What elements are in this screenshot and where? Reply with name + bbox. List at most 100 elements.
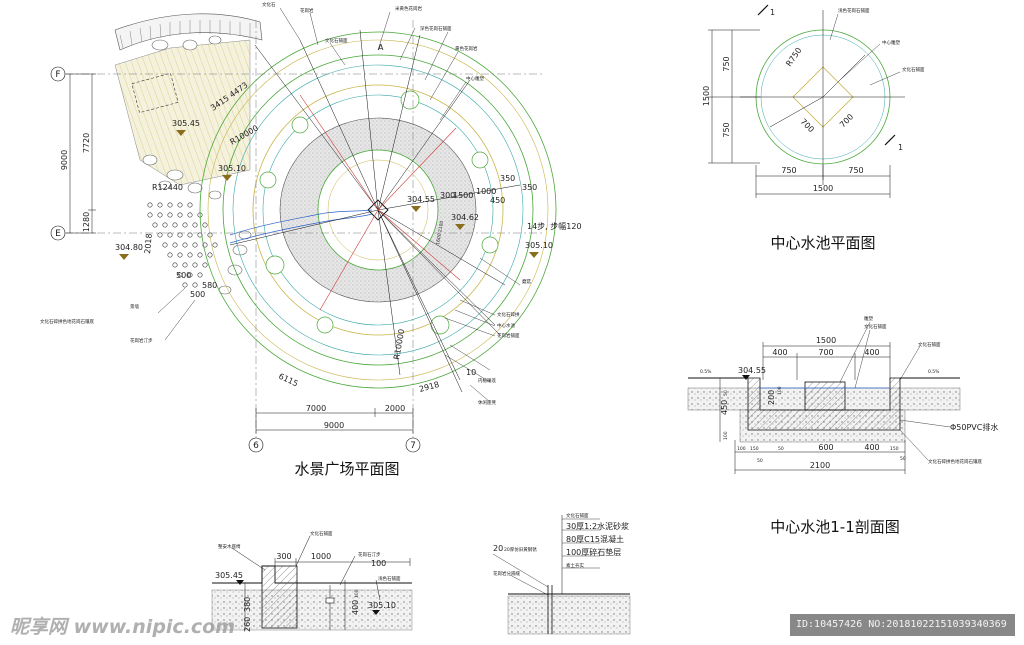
detail-a-wall	[261, 565, 298, 629]
detail-b-dim-20: 20	[493, 544, 503, 553]
detail-a-level-305-45: 305.45	[215, 571, 243, 580]
note-stone-edge: 文化石碎拼色地花岗石镶底	[40, 318, 94, 325]
dim-7720: 7720	[82, 133, 91, 153]
dim-2018: 2018	[143, 233, 154, 254]
water-stream	[229, 209, 373, 244]
dim-7000: 7000	[306, 404, 326, 413]
section-dim-2100: 2100	[810, 461, 830, 470]
wood-deck-area	[114, 39, 251, 186]
radial-lines	[229, 29, 521, 393]
section-dim-s1: 50	[757, 458, 763, 464]
slope-note: 14步, 步幅120	[527, 221, 582, 231]
paving-grid	[147, 202, 218, 288]
note-water-lily: 内植睡莲	[478, 377, 496, 384]
pool-plan-title: 中心水池平面图	[770, 234, 875, 252]
detail-a-dim-100b: 100	[354, 589, 360, 598]
section-note-culture-paving-right: 文化石铺面	[918, 341, 941, 348]
note-stepping-stone: 花岗岩汀步	[130, 337, 153, 344]
dim-9000-vertical: 9000	[60, 150, 69, 170]
pool-plan: 1 1 1500 750 750 750 750 1500 R750 700 7…	[702, 4, 925, 252]
dim-9000-horizontal: 9000	[324, 421, 344, 430]
detail-a: 300 1000 100 400 100 380 260 305.45 305.…	[211, 530, 413, 632]
red-radial-lines	[299, 94, 461, 311]
level-304-55: 304.55	[407, 195, 435, 204]
section-dims	[719, 342, 906, 474]
note-culture-paving: 文化石铺面	[325, 37, 348, 44]
dim-1000: 1000	[476, 187, 496, 196]
section-slope-left: 0.5%	[700, 369, 712, 375]
detail-a-dim-400: 400	[351, 600, 360, 615]
detail-b-layer-2: 30厚1:2水泥砂浆	[566, 521, 629, 531]
dim-6115: 6115	[277, 372, 299, 389]
stepping-stones	[142, 35, 252, 295]
note-culture-stone: 文化石	[262, 1, 276, 8]
plaza-rings	[199, 31, 557, 389]
pool-dim-1500-horizontal: 1500	[813, 184, 833, 193]
section-dim-b1: 100	[737, 446, 746, 452]
section-dim-400-b: 400	[864, 348, 879, 357]
dim-2918: 2918	[418, 380, 440, 394]
level-305-45: 305.45	[172, 119, 200, 128]
note-beige-granite: 米黄色花岗岩	[395, 5, 422, 12]
dim-10: 10	[466, 368, 476, 377]
pool-section-title: 中心水池1-1剖面图	[770, 518, 900, 536]
detail-a-dim-1000: 1000	[311, 552, 331, 561]
section-note-sculpture: 雕塑	[864, 315, 873, 322]
section-dim-b2: 150	[750, 446, 759, 452]
dim-500-b: 500	[176, 271, 191, 280]
section-dim-400-a: 400	[772, 348, 787, 357]
detail-a-note-bench: 整安木座椅	[218, 543, 241, 550]
level-304-62: 304.62	[451, 213, 479, 222]
level-305-10: 305.10	[218, 164, 246, 173]
note-bench: 休闲座凳	[478, 399, 496, 406]
axis-label-e: E	[55, 229, 61, 239]
axis-lines	[65, 20, 545, 440]
watermark-right: ID:10457426 NO:20181022151039340369	[790, 614, 1015, 636]
section-note-pipe: Φ50PVC排水	[950, 422, 998, 432]
pool-dim-750-a: 750	[722, 56, 731, 71]
note-center-pool: 中心水池	[497, 322, 515, 329]
dim-1500: 1500	[453, 191, 473, 200]
note-yellow-granite: 黄色花岗岩	[455, 45, 478, 52]
plaza-notes: 文化石 花岗岩 文化石铺面 米黄色花岗岩 深色花岗石铺面 黄色花岗岩 中心雕塑 …	[40, 1, 531, 406]
pool-dim-750-c: 750	[781, 166, 796, 175]
plaza-leaders	[157, 7, 521, 403]
section-mark-a: A	[378, 43, 384, 52]
watermark-left: 昵享网 www.nipic.com	[10, 616, 236, 638]
plaza-plan-title: 水景广场平面图	[294, 460, 399, 478]
section-dim-s3: 450	[720, 400, 729, 415]
pool-section: 1500 400 700 400 2100 100 150 50 600 400…	[687, 315, 998, 536]
plaza-levels: 305.45 305.10 304.55 304.62 304.80 305.1…	[115, 119, 553, 260]
level-304-80: 304.80	[115, 243, 143, 252]
detail-a-level-305-10: 305.10	[368, 601, 396, 610]
dim-500-a: 500	[190, 290, 205, 299]
section-dim-s6: 50	[723, 390, 729, 396]
section-dim-s2: 200	[767, 390, 776, 405]
axis-label-6: 6	[253, 441, 259, 451]
section-dim-s5: 100	[777, 386, 783, 395]
pool-plan-dims	[708, 29, 891, 198]
detail-b-layer-4: 100厚碎石垫层	[566, 547, 621, 557]
pool-dim-750-b: 750	[722, 122, 731, 137]
stair-lines	[119, 20, 251, 49]
detail-a-note-culture: 文化石铺面	[310, 530, 333, 537]
pool-sculpture-block	[804, 381, 846, 411]
ring-trees	[259, 90, 499, 335]
dim-300: 300	[440, 191, 455, 200]
dim-580: 580	[202, 281, 217, 290]
section-note-edge: 文化石碎拼色地花岗石镶底	[928, 458, 982, 465]
detail-a-note-stepping: 花岗石汀步	[358, 551, 381, 558]
section-dim-b6: 150	[890, 446, 899, 452]
section-level-304-55: 304.55	[738, 366, 766, 375]
detail-b-layer-5: 素土夯实	[566, 562, 584, 569]
axis-bubbles: F E 6 7	[50, 66, 421, 453]
pool-note-culture-paving: 文化石铺面	[902, 66, 925, 73]
axis-label-7: 7	[410, 441, 416, 451]
left-dimension-chain	[66, 73, 96, 234]
detail-b-note-20: 20厚仿旧黄钢锈	[504, 546, 537, 553]
detail-a-dim-100: 100	[371, 559, 386, 568]
section-mark-1-top: 1	[770, 8, 775, 17]
section-dim-700: 700	[818, 348, 833, 357]
dim-1280: 1280	[82, 212, 91, 232]
detail-a-note-light-stone: 浅色石铺面	[378, 575, 401, 582]
